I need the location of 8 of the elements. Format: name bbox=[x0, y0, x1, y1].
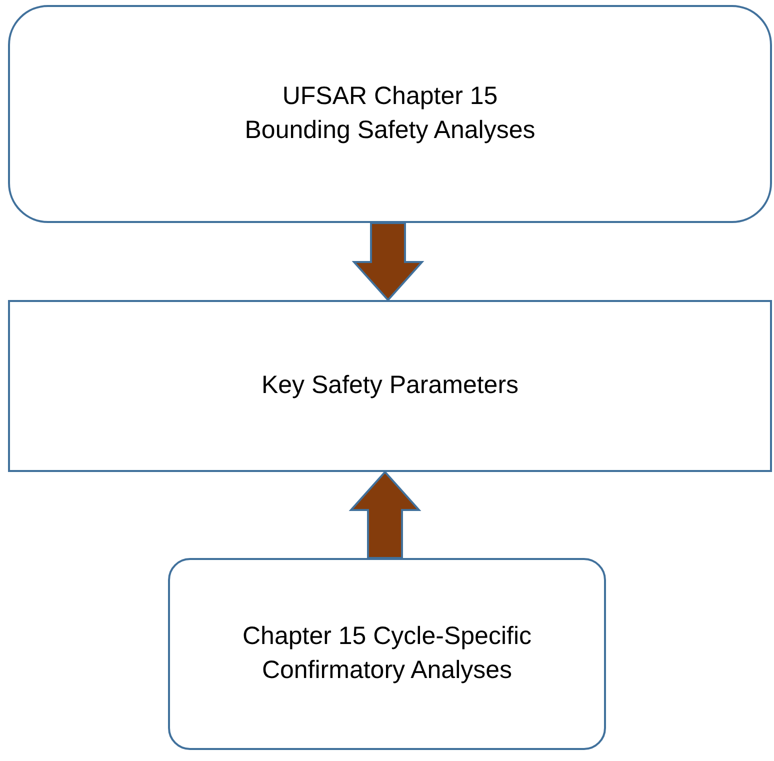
rounded-box bbox=[168, 558, 606, 750]
block-arrow bbox=[352, 222, 424, 302]
rounded-box bbox=[8, 5, 772, 223]
box-label: Chapter 15 Cycle-Specific Confirmatory Analyses bbox=[241, 621, 532, 686]
process-box bbox=[8, 300, 772, 472]
block-arrow bbox=[348, 470, 422, 559]
box-label: UFSAR Chapter 15 Bounding Safety Analyses bbox=[244, 81, 536, 146]
box-label: Key Safety Parameters bbox=[261, 370, 519, 402]
